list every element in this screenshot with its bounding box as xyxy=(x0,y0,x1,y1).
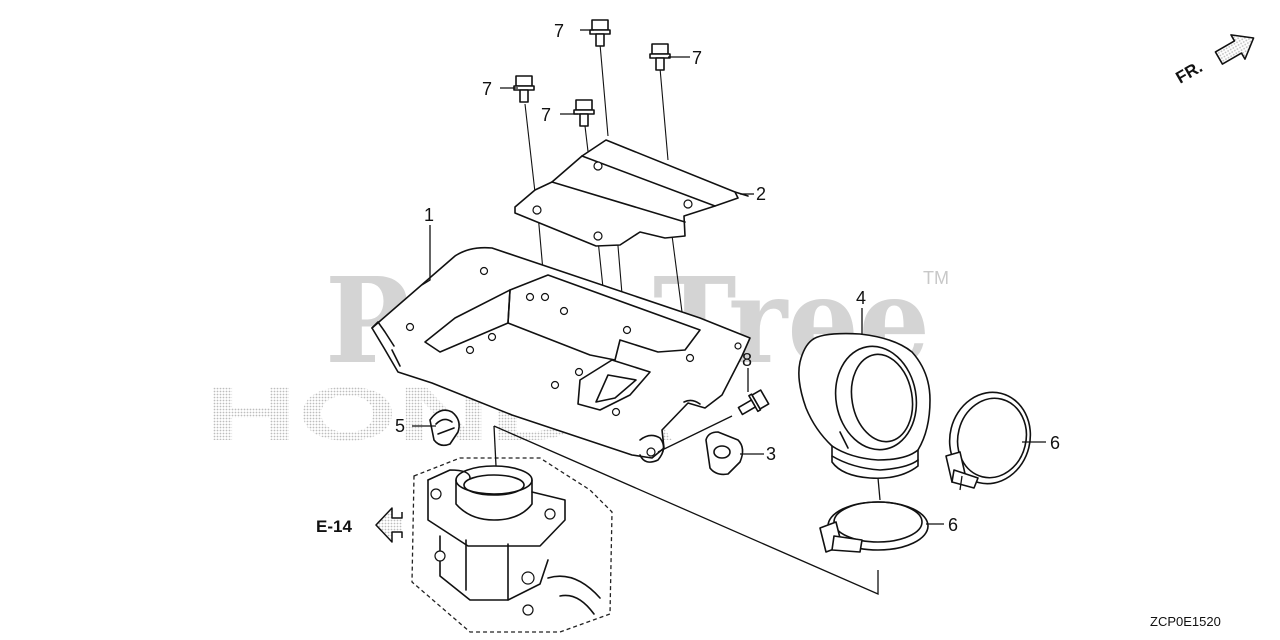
callout-4: 4 xyxy=(856,288,866,308)
part-6-clamp-upper xyxy=(945,391,1032,489)
bolt-icon xyxy=(589,19,611,47)
callout-7-right: 7 xyxy=(692,48,702,68)
part-6-clamp-lower xyxy=(819,501,929,553)
reference-arrow: E-14 xyxy=(316,507,403,543)
carburetor-reference xyxy=(411,457,613,633)
callout-6-lower: 6 xyxy=(948,515,958,535)
part-3-grommet xyxy=(705,431,744,476)
part-1-base-plate xyxy=(371,246,751,463)
callout-2: 2 xyxy=(756,184,766,204)
callout-7-top: 7 xyxy=(554,21,564,41)
callout-3: 3 xyxy=(766,444,776,464)
part-7-bolts xyxy=(513,19,671,127)
diagram-code: ZCP0E1520 xyxy=(1150,614,1221,629)
bolt-icon xyxy=(649,43,671,71)
part-4-elbow-duct xyxy=(798,332,931,480)
callout-7-center: 7 xyxy=(541,105,551,125)
callout-1: 1 xyxy=(424,205,434,225)
front-label: FR. xyxy=(1173,57,1206,87)
left-arrow-icon xyxy=(375,507,403,543)
callout-7-left: 7 xyxy=(482,79,492,99)
callout-8: 8 xyxy=(742,350,752,370)
arrow-icon xyxy=(1214,34,1255,65)
part-2-bracket xyxy=(514,139,749,247)
part-8-bolt xyxy=(737,389,770,416)
callout-6-upper: 6 xyxy=(1050,433,1060,453)
watermark-trademark: TM xyxy=(923,268,949,288)
bolt-icon xyxy=(513,75,535,103)
leader-lines xyxy=(412,29,1046,595)
callout-5: 5 xyxy=(395,416,405,436)
bolt-icon xyxy=(573,99,595,127)
callouts: 1 2 3 4 5 6 6 7 7 7 7 8 xyxy=(395,21,1060,535)
part-5-clip xyxy=(429,409,460,447)
reference-label: E-14 xyxy=(316,517,352,536)
front-direction-arrow: FR. xyxy=(1173,34,1255,87)
